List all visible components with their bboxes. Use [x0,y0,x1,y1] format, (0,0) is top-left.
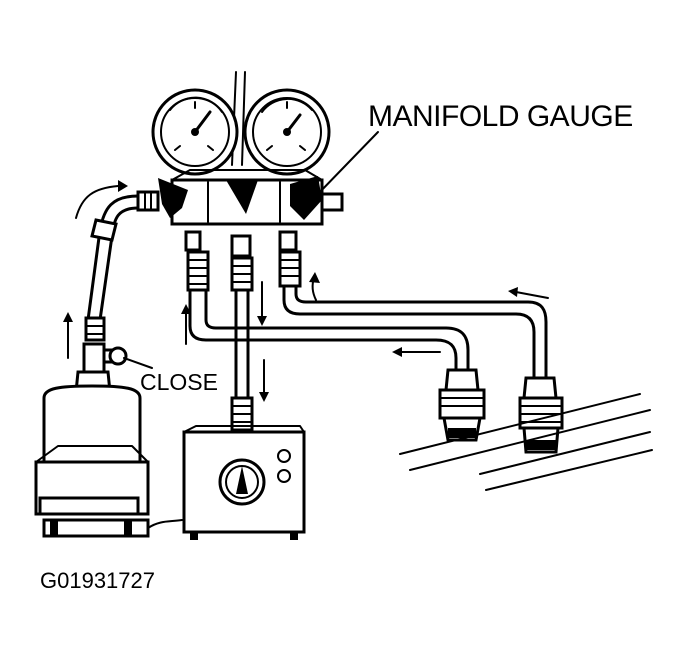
low-pressure-gauge-icon [151,88,239,176]
close-label: CLOSE [140,369,218,395]
figure-id-label: G01931727 [40,568,155,593]
high-side-hose-icon [282,284,548,382]
scale-icon [34,445,183,538]
low-side-hose-icon [188,288,470,374]
tank-valve-knob-icon [108,346,128,366]
low-side-quick-coupler-icon [438,368,486,442]
close-leader-line [123,357,153,369]
manifold-ports [184,230,302,292]
tank-hose-icon [82,194,153,374]
high-pressure-gauge-icon [243,88,331,176]
manifold-body-icon [136,169,344,226]
vacuum-pump-icon [182,425,306,540]
manifold-gauge-label: MANIFOLD GAUGE [368,100,633,133]
flow-arrow-icon [63,180,549,402]
pump-hose-icon [230,288,254,432]
refrigerant-pipe-icon [399,393,653,491]
manifold-gauge-leader-line [315,131,379,197]
low-side-valve-knob-icon [158,178,188,218]
high-side-valve-knob-icon [290,176,322,220]
center-valve-knob-icon [226,180,258,214]
